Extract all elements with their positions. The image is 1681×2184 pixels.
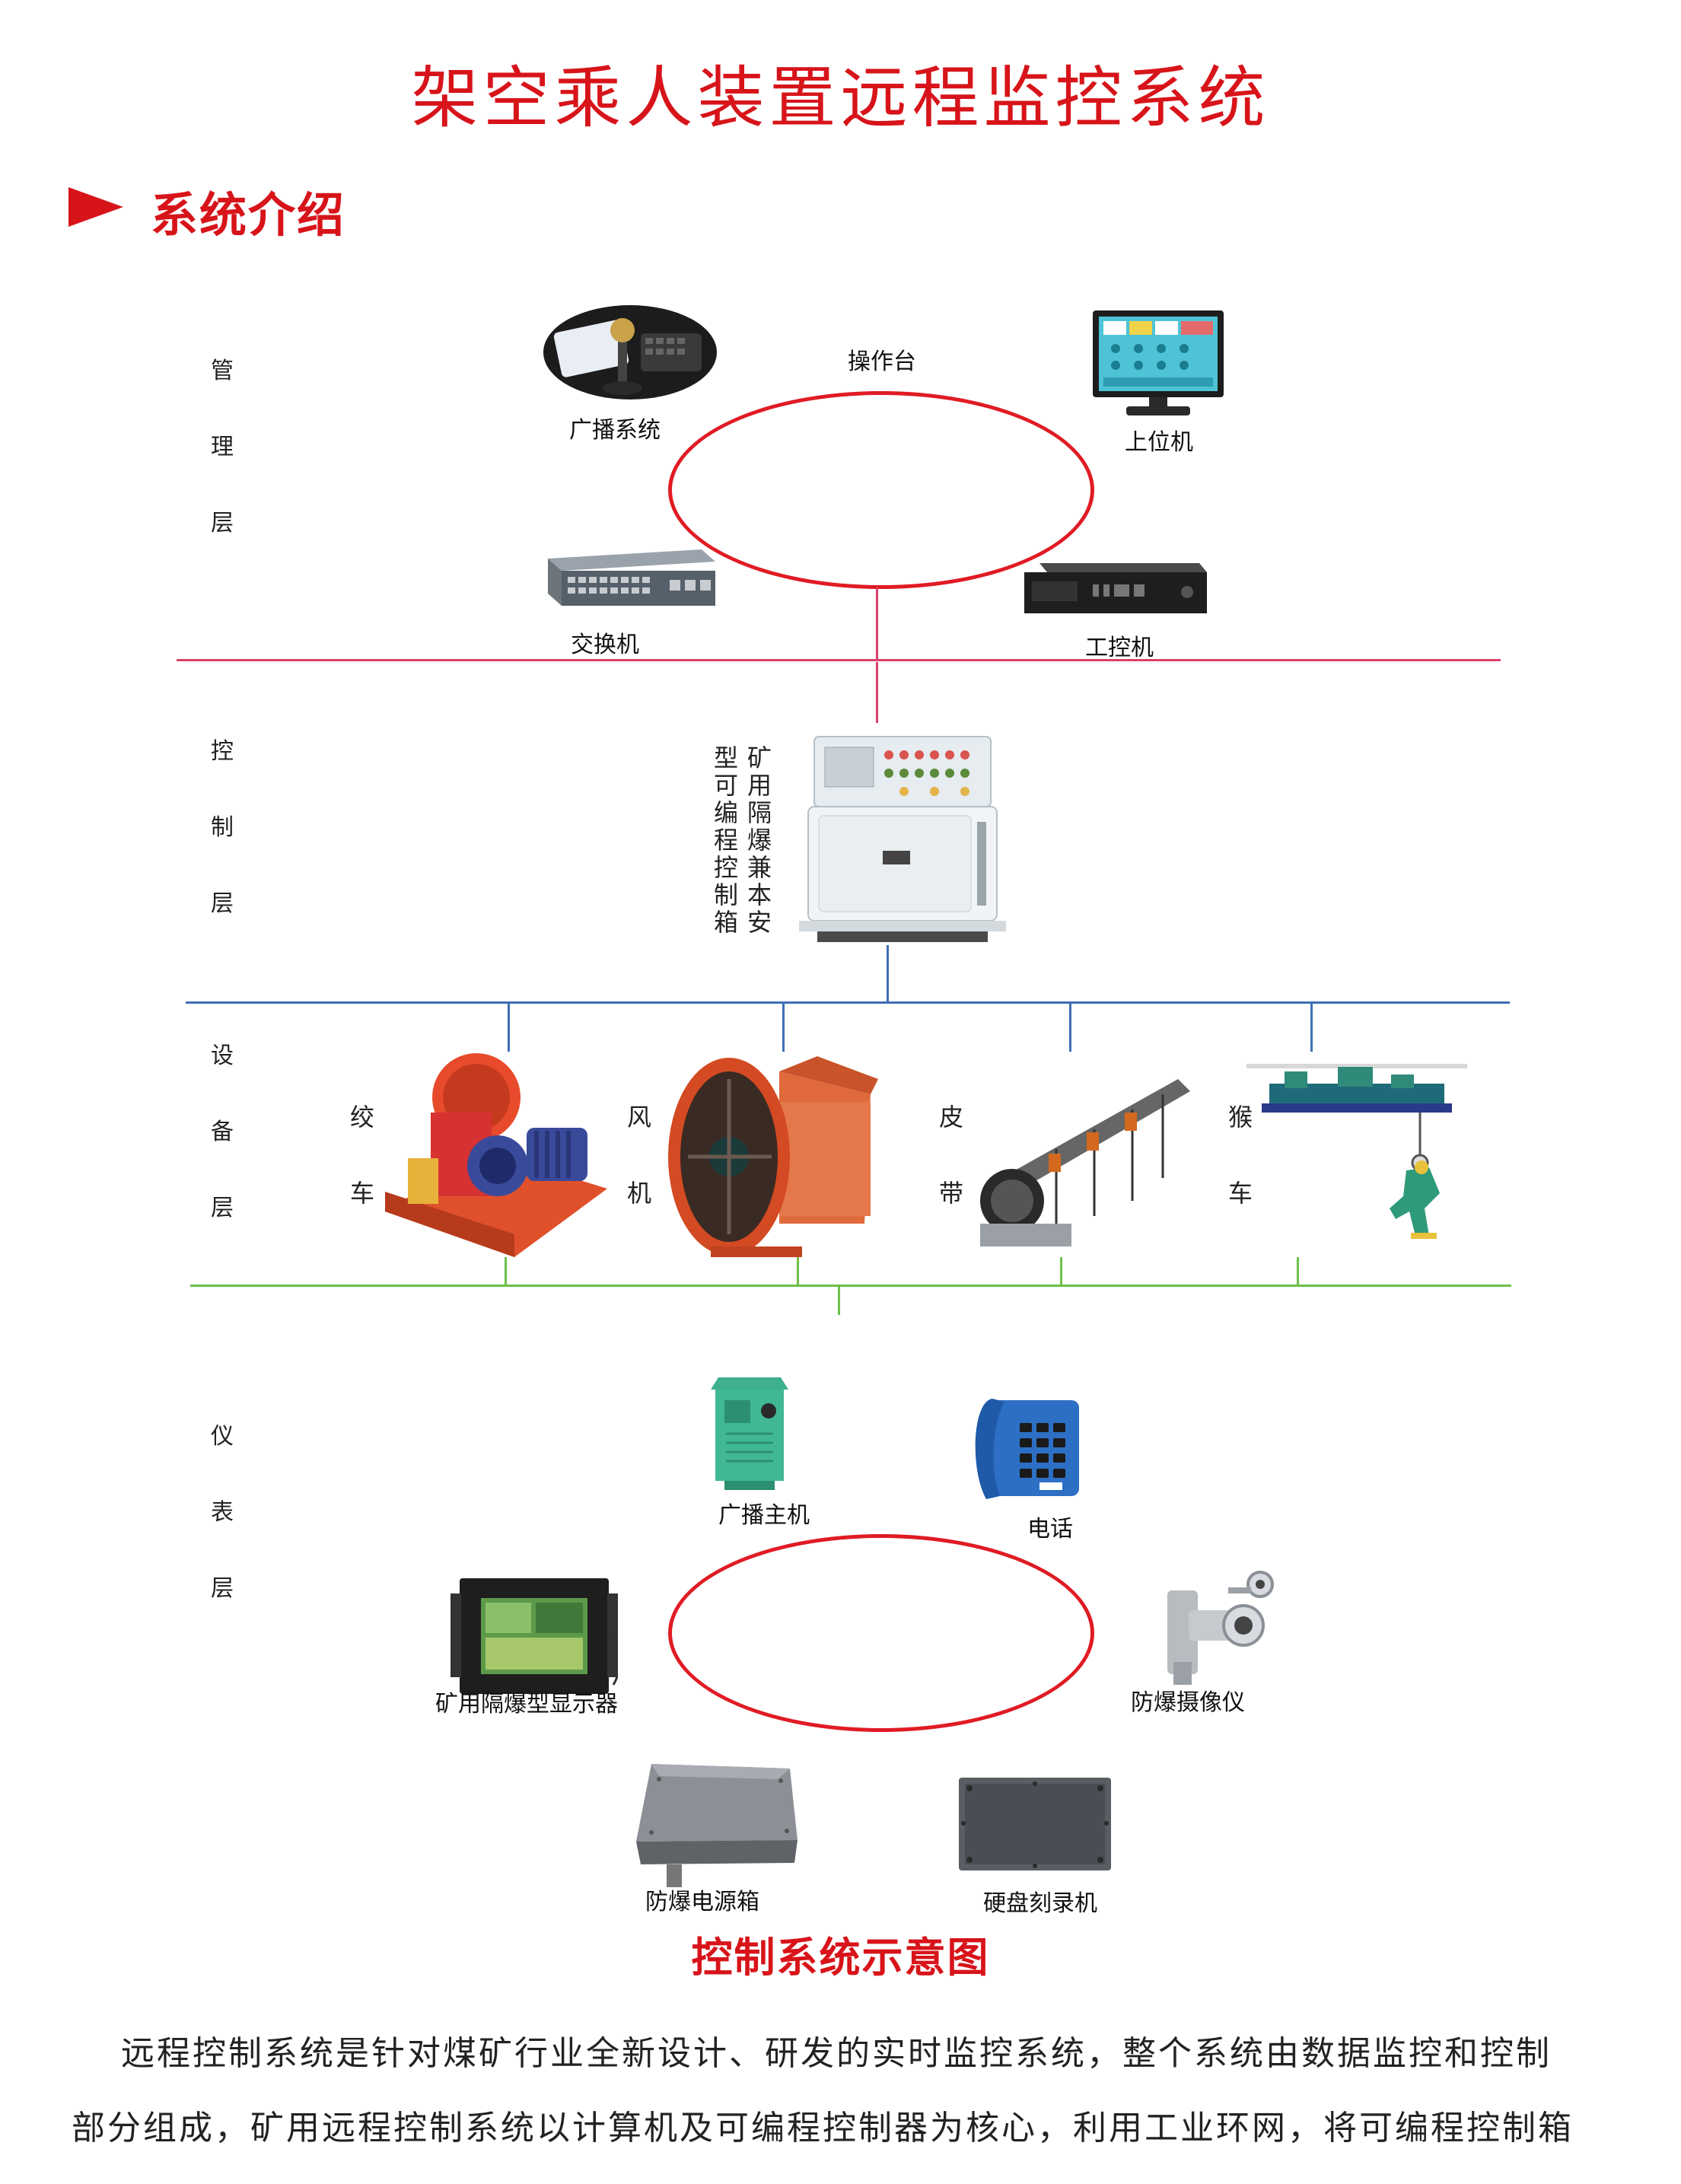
winch-label: 绞车 (349, 1103, 374, 1208)
broadcast-system-label: 广播系统 (569, 417, 661, 444)
recorder-label: 硬盘刻录机 (983, 1890, 1097, 1917)
paragraph-line-1: 远程控制系统是针对煤矿行业全新设计、研发的实时监控系统，整个系统由数据监控和控制 (121, 2034, 1552, 2073)
camera-label: 防爆摄像仪 (1131, 1689, 1245, 1716)
phone-label: 电话 (1027, 1516, 1073, 1542)
section-title: 系统介绍 (151, 187, 346, 243)
explosion-proof-power-box-icon (636, 1764, 798, 1887)
belt-conveyor-icon (980, 1079, 1190, 1246)
page-title: 架空乘人装置远程监控系统 (411, 59, 1270, 137)
winch-up-tick (505, 1257, 507, 1286)
explosion-proof-display-icon (450, 1578, 618, 1694)
layer-label-equipment: 设备层 (211, 1043, 234, 1221)
ring-to-line-connector (876, 587, 878, 661)
winch-icon (385, 1053, 607, 1257)
equipment-to-instrument-tick (838, 1286, 840, 1315)
monkey-drop (1310, 1003, 1313, 1052)
console-label: 操作台 (848, 349, 916, 375)
plc-label-col2: 型可编程控制箱 (713, 743, 738, 937)
broadcast-host-label: 广播主机 (718, 1502, 810, 1529)
control-layer-line (186, 1001, 1510, 1004)
management-layer-line (177, 659, 1501, 661)
monkey-up-tick (1297, 1257, 1299, 1286)
fan-up-tick (797, 1257, 799, 1286)
broadcast-host-icon (711, 1377, 788, 1490)
management-to-plc-connector (876, 662, 878, 723)
fan-drop (782, 1003, 785, 1052)
layer-label-management: 管理层 (211, 358, 234, 536)
plc-control-box-icon (799, 736, 1006, 942)
layer-label-instrument: 仪表层 (211, 1423, 234, 1602)
explosion-proof-phone-icon (975, 1399, 1079, 1499)
intro-paragraph: 远程控制系统是针对煤矿行业全新设计、研发的实时监控系统，整个系统由数据监控和控制… (72, 2017, 1639, 2166)
power-box-label: 防爆电源箱 (645, 1889, 759, 1915)
network-switch-icon (548, 549, 715, 606)
fan-icon (668, 1056, 878, 1257)
hard-disk-recorder-icon (959, 1778, 1111, 1870)
belt-drop (1069, 1003, 1071, 1052)
host-computer-label: 上位机 (1125, 429, 1193, 456)
plc-label-col1: 矿用隔爆兼本安 (747, 743, 772, 937)
industrial-pc-icon (1024, 563, 1207, 613)
layer-label-control: 控制层 (211, 738, 234, 917)
paragraph-line-2: 部分组成，矿用远程控制系统以计算机及可编程控制器为核心，利用工业环网，将可编程控… (72, 2109, 1574, 2147)
explosion-proof-camera-icon (1167, 1571, 1274, 1685)
monkey-car-icon (1246, 1064, 1467, 1239)
equipment-layer-line (190, 1285, 1511, 1287)
monkey-car-label: 猴车 (1227, 1103, 1253, 1208)
belt-up-tick (1060, 1257, 1062, 1286)
figure-caption: 控制系统示意图 (691, 1934, 990, 1982)
display-label: 矿用隔爆型显示器 (435, 1691, 618, 1718)
switch-label: 交换机 (571, 632, 639, 658)
broadcast-microphone-icon (543, 305, 717, 400)
instrument-ring (668, 1534, 1094, 1732)
section-arrow-icon (68, 187, 123, 227)
industrial-pc-label: 工控机 (1085, 635, 1154, 661)
management-ring (668, 391, 1094, 589)
plc-to-control-connector (887, 945, 889, 1003)
belt-label: 皮带 (938, 1103, 963, 1208)
host-computer-monitor-icon (1093, 310, 1224, 415)
fan-label: 风机 (626, 1103, 651, 1208)
winch-drop (508, 1003, 510, 1052)
